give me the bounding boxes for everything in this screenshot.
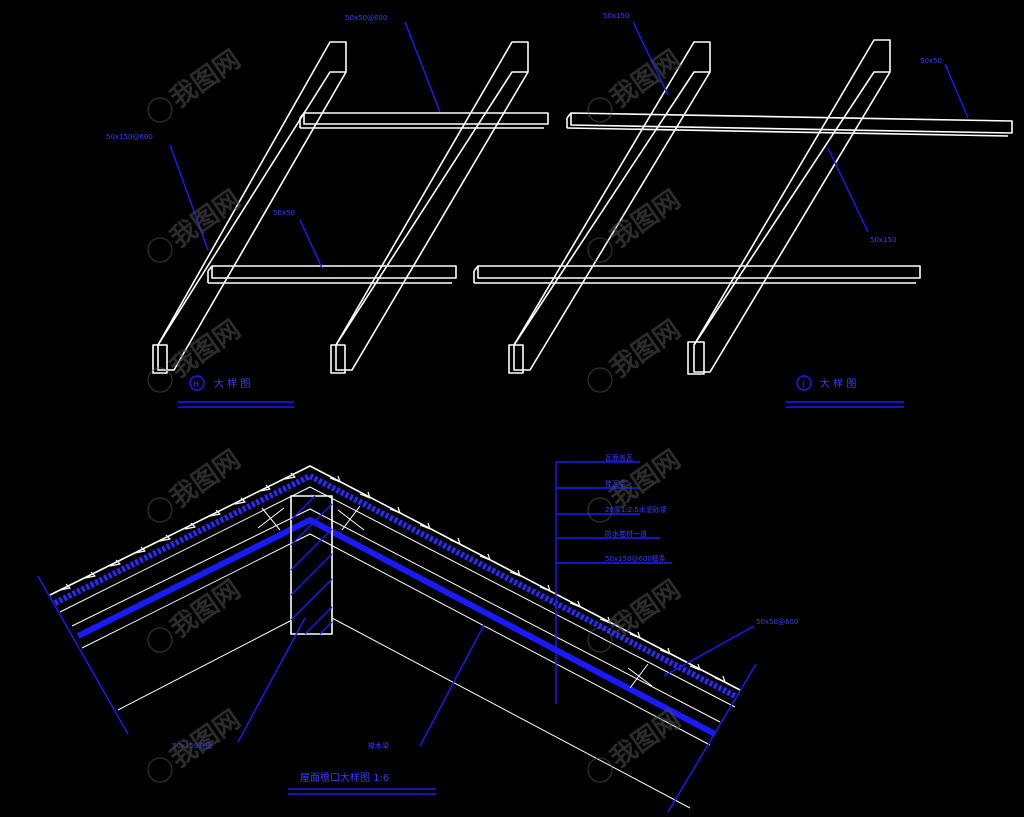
dim-label: 50x50@600 [345,14,387,22]
watermark: 我图网 [587,705,686,783]
view-marker: H [193,380,199,389]
horizontal-batten [299,112,549,129]
ceiling-line [117,619,293,711]
top-left-frame: 50x50@600 50x150@600 50x50 H 大 样 图 [106,14,549,408]
tile-teeth [59,472,296,591]
leader-line [632,21,669,96]
leader-line [299,219,323,269]
layer-label: 防水卷材一道 [605,529,647,538]
horizontal-batten [207,265,457,284]
eave-edge [37,575,129,735]
watermark: 我图网 [147,185,246,263]
watermark: 我图网 [147,575,246,653]
purlin-top [71,508,721,723]
svg-text:我图网: 我图网 [165,315,246,384]
layer-label: 50x150@600檩条 [605,554,666,563]
dim-label: 50x50@600 [756,618,798,626]
ridge-post [290,495,333,635]
svg-text:我图网: 我图网 [605,705,686,774]
eave-edge [667,663,757,813]
watermark: 我图网 [147,705,246,783]
diagonal-beam [508,41,711,374]
purlin-bottom [81,533,711,746]
diagonal-beam [687,39,891,375]
dim-label: 50x150 [603,12,629,20]
leader-line [663,625,755,677]
leader-line [169,144,209,251]
view-title: 大 样 图 [214,377,250,390]
tile-layer [53,472,739,700]
leader-line [404,21,441,113]
svg-text:我图网: 我图网 [605,315,686,384]
dim-label: 50x150 [870,236,896,244]
watermark: 我图网 [587,575,686,653]
ridge-post-hatch [290,495,333,635]
horizontal-batten [566,112,1013,137]
leader-line [237,617,306,743]
layer-label: 20厚1:2.5水泥砂浆 [605,505,667,514]
section-title: 屋面檐口大样图 1:6 [300,771,389,784]
dim-label: 椽木梁 [368,741,389,750]
horizontal-batten [473,265,921,284]
svg-text:我图网: 我图网 [165,45,246,114]
leader-line [944,63,969,119]
view-marker-circle [796,375,812,391]
batten-layer [59,486,736,708]
watermark: 我图网 [587,45,686,123]
roof-outline [49,465,741,691]
roof-section: 瓦面盖瓦 挂瓦条 20厚1:2.5水泥砂浆 防水卷材一道 50x150@600檩… [37,453,798,813]
dim-label: 50x150@600 [106,133,153,141]
layer-label: 挂瓦条 [605,479,626,488]
dim-label: 50x150脊檩 [172,741,212,750]
top-right-frame: 50x150 50x50 50x150 I 大 样 图 [473,12,1013,408]
ceiling-line [331,617,691,809]
tile-teeth [329,475,726,683]
dim-label: 50x50 [273,209,295,217]
diagonal-beam [152,41,347,374]
cross-brace [257,505,653,689]
dim-label: 50x50 [920,57,942,65]
view-marker-circle [189,375,205,391]
purlin-band [76,516,717,737]
view-marker: I [802,380,804,389]
watermark: 我图网 [147,45,246,123]
view-title: 大 样 图 [820,377,856,390]
diagonal-beam [330,41,529,374]
svg-text:我图网: 我图网 [605,185,686,254]
leader-line [827,147,869,233]
watermark: 我图网 [587,315,686,393]
layer-label: 瓦面盖瓦 [605,453,633,462]
watermark: 我图网 [587,445,686,523]
svg-text:我图网: 我图网 [165,705,246,774]
svg-text:我图网: 我图网 [605,575,686,644]
leader-line [419,624,485,747]
